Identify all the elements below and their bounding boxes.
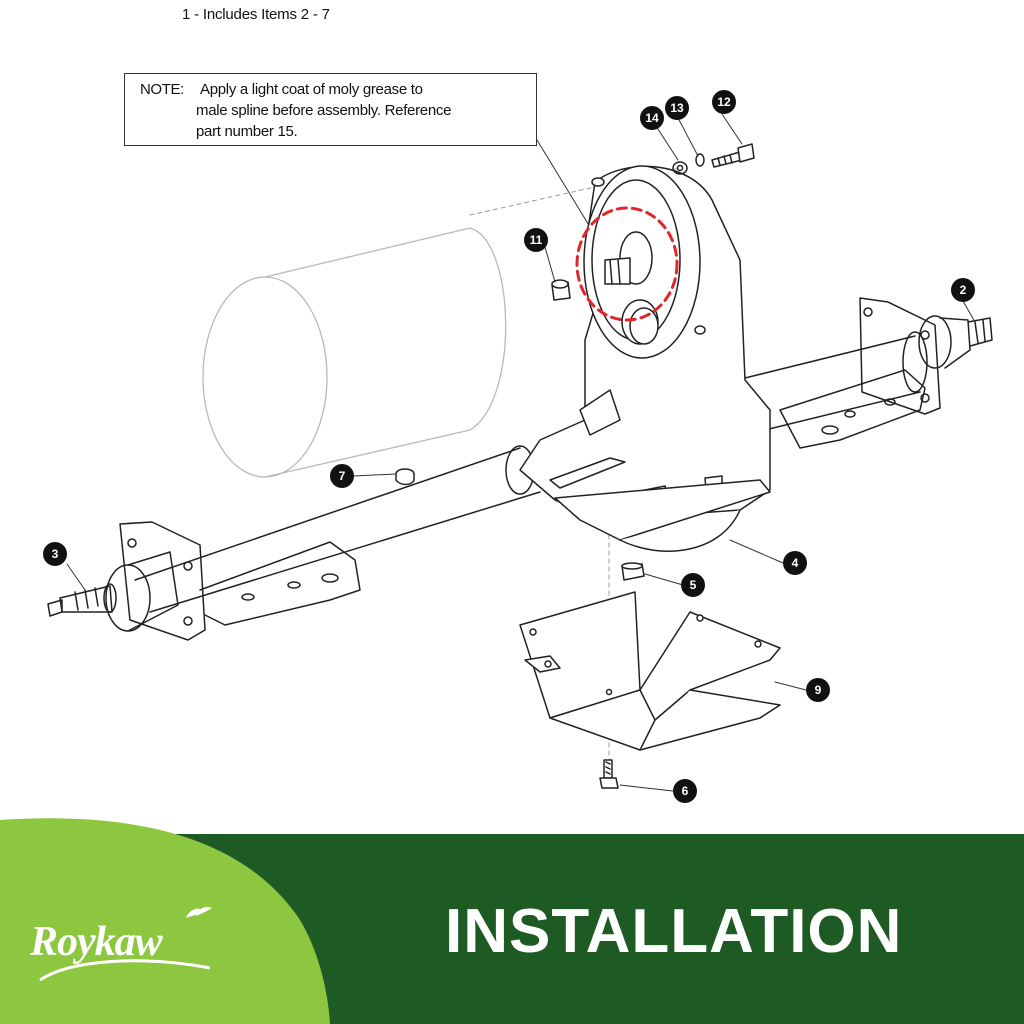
callout-4: 4 <box>783 551 807 575</box>
right-mount-bracket <box>779 297 941 449</box>
differential-housing <box>519 165 771 552</box>
callout-leaders <box>66 113 976 792</box>
nut-part-5 <box>621 562 645 581</box>
brand-swoosh <box>39 959 211 982</box>
hardware-12-13-14 <box>672 143 755 175</box>
callout-11: 11 <box>524 228 548 252</box>
callout-12: 12 <box>712 90 736 114</box>
right-axle-tube <box>744 331 928 431</box>
spline-highlight-circle <box>575 206 679 322</box>
left-hub-shaft <box>47 551 179 632</box>
callout-9: 9 <box>806 678 830 702</box>
callout-2: 2 <box>951 278 975 302</box>
banner-light-band <box>0 818 330 1024</box>
includes-note: 1 - Includes Items 2 - 7 <box>182 6 330 23</box>
right-hub-shaft <box>918 315 993 369</box>
brand-logo-text: Roykaw <box>30 919 163 965</box>
note-label: NOTE: <box>140 81 184 98</box>
left-mount-bracket <box>119 521 361 641</box>
callout-14: 14 <box>640 106 664 130</box>
installation-banner <box>0 818 1024 1024</box>
callout-3: 3 <box>43 542 67 566</box>
note-line-2: male spline before assembly. Reference <box>196 102 452 119</box>
bolt-part-6 <box>599 759 619 789</box>
assembly-note-box: NOTE: Apply a light coat of moly grease … <box>124 73 537 146</box>
note-line-3: part number 15. <box>196 123 298 140</box>
installation-title: INSTALLATION <box>445 897 903 966</box>
callout-13: 13 <box>665 96 689 120</box>
callout-5: 5 <box>681 573 705 597</box>
cap-part-7 <box>395 468 415 486</box>
callout-7: 7 <box>330 464 354 488</box>
skid-plate-part-9 <box>519 591 781 751</box>
motor-outline <box>202 227 507 478</box>
note-line-1: Apply a light coat of moly grease to <box>200 81 423 98</box>
callout-6: 6 <box>673 779 697 803</box>
plug-part-11 <box>551 279 571 301</box>
banner-dark-band <box>170 834 1024 1024</box>
brand-leaf-icon <box>186 906 212 918</box>
